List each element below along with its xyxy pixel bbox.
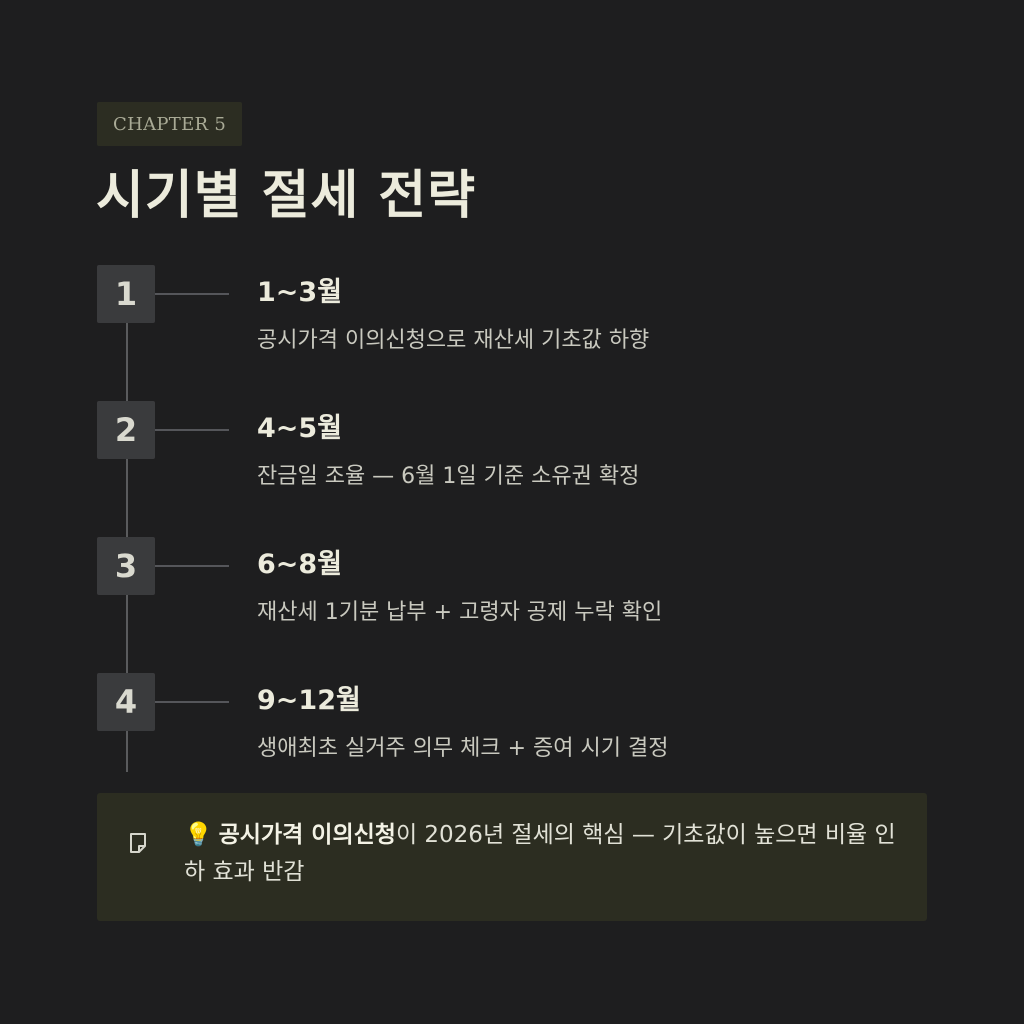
step-connector [155, 293, 229, 295]
note-callout: 💡공시가격 이의신청이 2026년 절세의 핵심 — 기초값이 높으면 비율 인… [97, 793, 927, 921]
timeline-step-3: 3 6~8월 재산세 1기분 납부 + 고령자 공제 누락 확인 [97, 537, 927, 657]
lightbulb-icon: 💡 [184, 822, 213, 848]
step-number: 2 [97, 401, 155, 459]
step-description: 공시가격 이의신청으로 재산세 기초값 하향 [257, 328, 650, 353]
note-body: 이 2026년 절세의 핵심 — 기초값이 높으면 비율 인하 효과 반감 [184, 822, 896, 885]
page-title: 시기별 절세 전략 [96, 166, 477, 226]
step-connector [155, 429, 229, 431]
chapter-badge: CHAPTER 5 [97, 102, 243, 146]
step-number: 1 [97, 265, 155, 323]
note-text: 💡공시가격 이의신청이 2026년 절세의 핵심 — 기초값이 높으면 비율 인… [184, 817, 904, 891]
note-highlight: 공시가격 이의신청 [218, 822, 396, 848]
timeline-step-4: 4 9~12월 생애최초 실거주 의무 체크 + 증여 시기 결정 [97, 673, 927, 793]
step-period: 9~12월 [257, 685, 361, 716]
step-connector [155, 565, 229, 567]
timeline-step-1: 1 1~3월 공시가격 이의신청으로 재산세 기초값 하향 [97, 265, 927, 385]
step-period: 6~8월 [257, 549, 343, 580]
step-number: 4 [97, 673, 155, 731]
step-period: 1~3월 [257, 277, 343, 308]
timeline-line [126, 290, 128, 772]
step-number: 3 [97, 537, 155, 595]
timeline-step-2: 2 4~5월 잔금일 조율 — 6월 1일 기준 소유권 확정 [97, 401, 927, 521]
note-icon [130, 833, 146, 853]
step-description: 생애최초 실거주 의무 체크 + 증여 시기 결정 [257, 736, 669, 761]
step-description: 잔금일 조율 — 6월 1일 기준 소유권 확정 [257, 464, 640, 489]
step-period: 4~5월 [257, 413, 343, 444]
step-description: 재산세 1기분 납부 + 고령자 공제 누락 확인 [257, 600, 663, 625]
step-connector [155, 701, 229, 703]
